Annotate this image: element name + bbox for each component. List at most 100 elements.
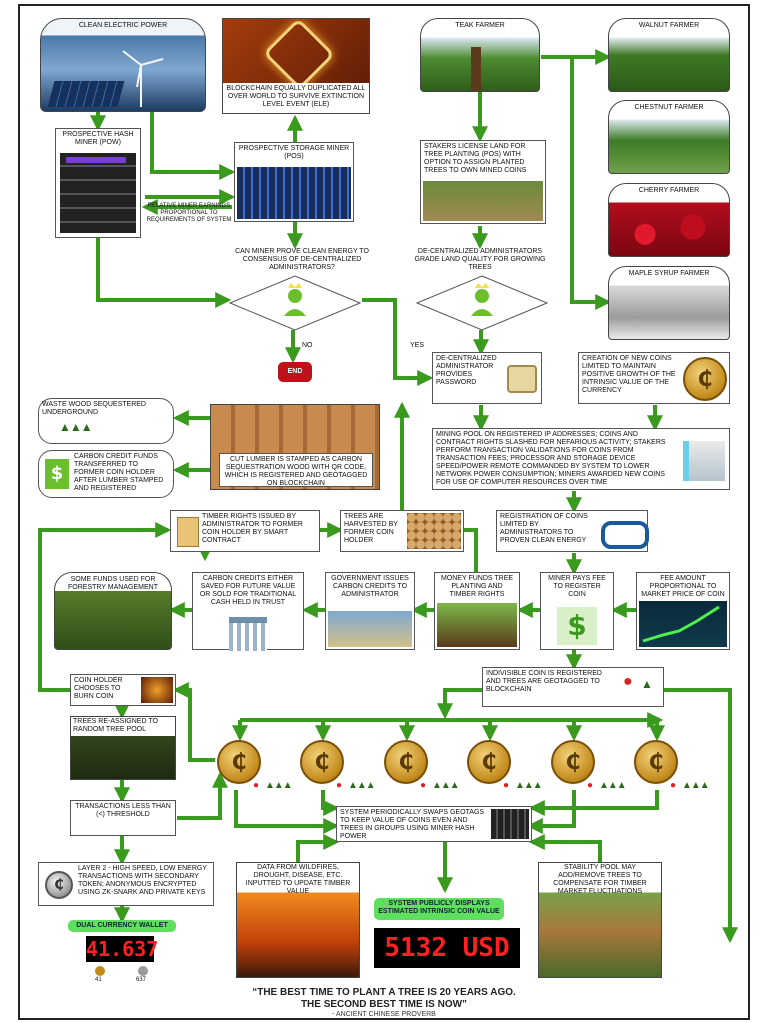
teak-farmer-label: TEAK FARMER <box>455 22 505 29</box>
walnut-farmer-panel: WALNUT FARMER <box>608 18 730 92</box>
arrow-swap-right <box>526 790 576 834</box>
map-pin-icon: ● <box>420 780 427 791</box>
land-photo <box>423 181 543 221</box>
tree-icon <box>471 47 481 91</box>
planting-photo <box>437 603 517 647</box>
coin-icon: ₵ <box>467 740 511 784</box>
maple-farmer-label: MAPLE SYRUP FARMER <box>628 270 710 277</box>
arrow-indivisible-left <box>437 688 482 720</box>
silver-coin-mini-icon <box>138 966 148 976</box>
tree-group-icon: ▲▲▲ <box>682 780 710 791</box>
dollar-icon: $ <box>45 459 69 489</box>
map-pin-icon: ● <box>623 673 633 690</box>
cherry-farmer-panel: CHERRY FARMER <box>608 183 730 257</box>
wallet-display: 41.637 <box>86 936 159 962</box>
quote-attribution: - ANCIENT CHINESE PROVERB <box>332 1011 436 1018</box>
can-miner-prove-label: CAN MINER PROVE CLEAN ENERGY TO CONSENSU… <box>235 248 369 271</box>
creation-new-coins-box: CREATION OF NEW COINS LIMITED TO MAINTAI… <box>578 352 730 404</box>
indivisible-box: INDIVISIBLE COIN IS REGISTERED AND TREES… <box>482 667 664 707</box>
cut-lumber-panel: CUT LUMBER IS STAMPED AS CARBON SEQUESTR… <box>210 404 380 490</box>
arrow-wildfire-to-swap <box>296 834 340 862</box>
map-pin-icon: ● <box>503 780 510 791</box>
yes-label: YES <box>410 342 425 349</box>
map-pin-icon: ● <box>587 780 594 791</box>
arrow-coin-to-burn <box>172 682 215 762</box>
solar-panel-icon <box>47 81 125 107</box>
waste-wood-box: WASTE WOOD SEQUESTERED UNDERGROUND ▲▲▲ <box>38 398 174 444</box>
miner-pays-fee-box: MINER PAYS FEE TO REGISTER COIN $ <box>540 572 614 650</box>
admins-grade-label: DE-CENTRALIZED ADMINISTRATORS GRADE LAND… <box>414 248 546 271</box>
padlock-icon <box>507 365 537 393</box>
trees-harvested-box: TREES ARE HARVESTED BY FORMER COIN HOLDE… <box>340 510 464 552</box>
fee-amount-box: FEE AMOUNT PROPORTIONAL TO MARKET PRICE … <box>636 572 730 650</box>
land-quality-decision <box>415 275 549 331</box>
admin-password-box: DE-CENTRALIZED ADMINISTRATOR PROVIDES PA… <box>432 352 542 404</box>
map-pin-icon: ● <box>670 780 677 791</box>
system-swaps-box: SYSTEM PERIODICALLY SWAPS GEOTAGS TO KEE… <box>336 806 532 842</box>
relative-earnings-label: RELATIVE MINER EARNINGS PROPORTIONAL TO … <box>146 203 232 223</box>
coin-icon: ₵ <box>384 740 428 784</box>
silver-coin-icon: ₵ <box>45 871 73 899</box>
contract-icon <box>177 517 199 547</box>
hash-miner-box: PROSPECTIVE HASH MINER (POW) <box>55 128 141 238</box>
coin-icon: ₵ <box>300 740 344 784</box>
wallet-coin-b-count: 637 <box>136 977 147 983</box>
quote-line-1: “THE BEST TIME TO PLANT A TREE IS 20 YEA… <box>252 987 516 998</box>
some-funds-label: SOME FUNDS USED FOR FORESTRY MANAGEMENT <box>68 576 158 591</box>
burning-coin-icon <box>141 677 173 703</box>
arrow-stability-to-swap <box>528 834 602 862</box>
registration-coins-box: REGISTRATION OF COINS LIMITED BY ADMINIS… <box>496 510 649 552</box>
tree-group-icon: ▲▲▲ <box>515 780 543 791</box>
arrow-farmers-bus <box>570 57 612 310</box>
system-displays-badge: SYSTEM PUBLICLY DISPLAYS ESTIMATED INTRI… <box>374 898 504 920</box>
blockchain-caption: BLOCKCHAIN EQUALLY DUPLICATED ALL OVER W… <box>223 83 369 113</box>
log-pile-icon <box>407 513 461 549</box>
stability-pool-panel: STABILITY POOL MAY ADD/REMOVE TREES TO C… <box>538 862 662 978</box>
usd-display: 5132 USD <box>374 928 520 968</box>
blockchain-panel: BLOCKCHAIN EQUALLY DUPLICATED ALL OVER W… <box>222 18 370 114</box>
bank-icon <box>229 617 267 651</box>
chestnut-farmer-panel: CHESTNUT FARMER <box>608 100 730 174</box>
reassigned-panel: TREES RE-ASSIGNED TO RANDOM TREE POOL <box>70 716 176 780</box>
tree-group-icon: ▲▲▲ <box>599 780 627 791</box>
walnut-farmer-label: WALNUT FARMER <box>638 22 700 29</box>
transactions-less-box: TRANSACTIONS LESS THAN (<) THRESHOLD <box>70 800 176 836</box>
no-label: NO <box>302 342 313 349</box>
city-power-icon <box>683 441 725 481</box>
coin-icon: ₵ <box>551 740 595 784</box>
storage-miner-box: PROSPECTIVE STORAGE MINER (POS) <box>234 142 354 222</box>
money-funds-box: MONEY FUNDS TREE PLANTING AND TIMBER RIG… <box>434 572 520 650</box>
carbon-credit-funds-box: $ CARBON CREDIT FUNDS TRANSFERRED TO FOR… <box>38 450 174 498</box>
chain-link-icon <box>262 19 336 91</box>
mining-pool-box: MINING POOL ON REGISTERED IP ADDRESSES; … <box>432 428 730 490</box>
arrow-diamond-yes <box>362 298 434 386</box>
coin-icon: ₵ <box>634 740 678 784</box>
underground-trees-icon: ▲▲▲ <box>59 420 93 434</box>
tree-group-icon: ▲▲▲ <box>265 780 293 791</box>
wildfire-caption: DATA FROM WILDFIRES, DROUGHT, DISEASE, E… <box>237 863 359 895</box>
cherry-farmer-label: CHERRY FARMER <box>638 187 700 194</box>
arrow-swap-far <box>528 790 659 816</box>
some-funds-panel: SOME FUNDS USED FOR FORESTRY MANAGEMENT <box>54 572 172 650</box>
stakers-box: STAKERS LICENSE LAND FOR TREE PLANTING (… <box>420 140 546 224</box>
arrow-transactions-to-coin <box>177 771 228 820</box>
stability-pool-caption: STABILITY POOL MAY ADD/REMOVE TREES TO C… <box>539 863 661 895</box>
arrow-hash-to-diamond <box>96 237 232 308</box>
layer2-box: ₵ LAYER 2 - HIGH SPEED, LOW ENERGY TRANS… <box>38 862 214 906</box>
teak-farmer-panel: TEAK FARMER <box>420 18 540 92</box>
map-pin-icon: ● <box>253 780 260 791</box>
clean-energy-decision <box>228 275 362 331</box>
tree-group-icon: ▲▲▲ <box>432 780 460 791</box>
arrow-swap-left <box>234 790 340 834</box>
coin-icon: ₵ <box>217 740 261 784</box>
maple-farmer-panel: MAPLE SYRUP FARMER <box>608 266 730 340</box>
server-icon <box>491 809 529 839</box>
chestnut-farmer-label: CHESTNUT FARMER <box>634 104 704 111</box>
reassigned-caption: TREES RE-ASSIGNED TO RANDOM TREE POOL <box>71 717 175 736</box>
tree-icon: ▲ <box>641 677 653 691</box>
mining-rig-icon <box>60 153 136 233</box>
gold-coin-mini-icon <box>95 966 105 976</box>
dual-wallet-badge: DUAL CURRENCY WALLET <box>68 920 176 932</box>
wildfire-panel: DATA FROM WILDFIRES, DROUGHT, DISEASE, E… <box>236 862 360 978</box>
